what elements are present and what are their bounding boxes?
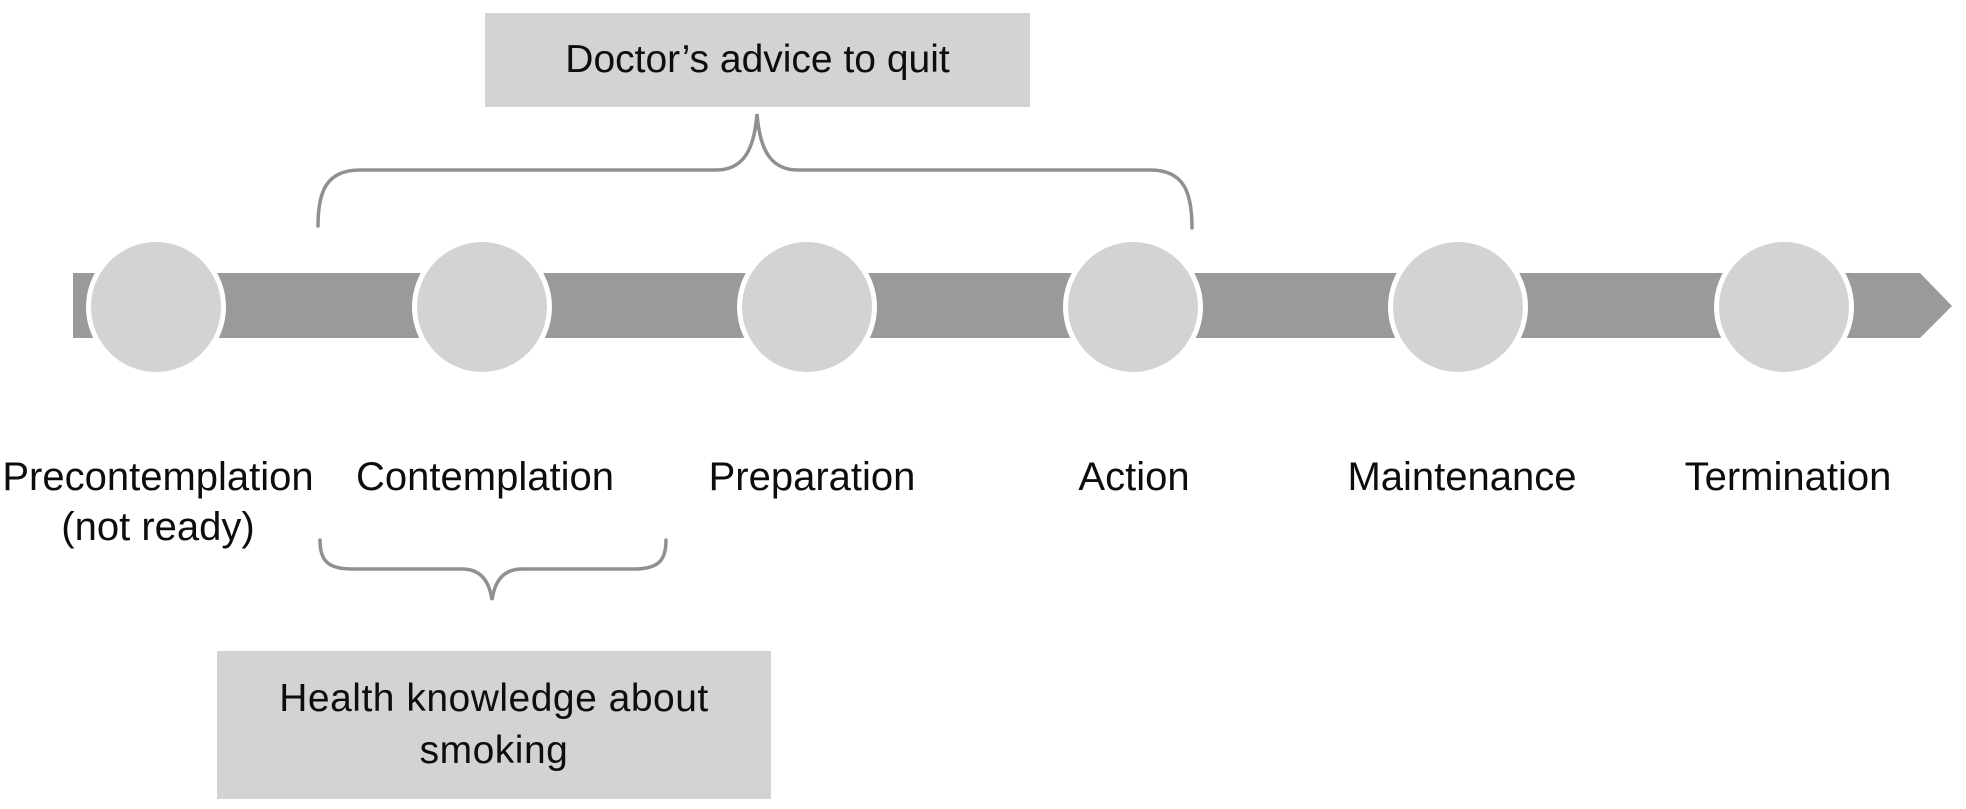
health-knowledge-callout: Health knowledge about smoking xyxy=(217,651,771,799)
stage-label-termination: Termination xyxy=(1685,452,1892,502)
stage-label-contemplation: Contemplation xyxy=(356,452,614,502)
stage-label-text: Action xyxy=(1078,455,1190,499)
bottom-brace xyxy=(318,538,668,601)
stage-label-preparation: Preparation xyxy=(709,452,916,502)
stage-circle-action xyxy=(1063,237,1203,377)
stage-label-maintenance: Maintenance xyxy=(1347,452,1576,502)
stage-label-text: Contemplation xyxy=(356,455,614,499)
top-brace xyxy=(316,113,1194,230)
stage-circle-maintenance xyxy=(1388,237,1528,377)
stage-label-text: Precontemplation xyxy=(2,455,314,499)
doctors-advice-callout: Doctor’s advice to quit xyxy=(485,13,1030,107)
health-knowledge-line2: smoking xyxy=(419,729,569,772)
doctors-advice-label: Doctor’s advice to quit xyxy=(565,38,950,81)
stage-label-text: Maintenance xyxy=(1347,455,1577,499)
stage-label-action: Action xyxy=(1078,452,1189,502)
health-knowledge-line1: Health knowledge about xyxy=(279,677,709,720)
stage-circle-termination xyxy=(1714,237,1854,377)
stage-label-text: Preparation xyxy=(708,455,916,499)
stage-circle-contemplation xyxy=(412,237,552,377)
process-arrow xyxy=(73,273,1952,338)
stage-circle-precontemplation xyxy=(86,237,226,377)
stage-label-text: Termination xyxy=(1684,455,1892,499)
stage-circle-preparation xyxy=(737,237,877,377)
stage-label-precontemplation: Precontemplation (not ready) xyxy=(2,452,313,552)
stage-sublabel-text: (not ready) xyxy=(61,505,255,549)
